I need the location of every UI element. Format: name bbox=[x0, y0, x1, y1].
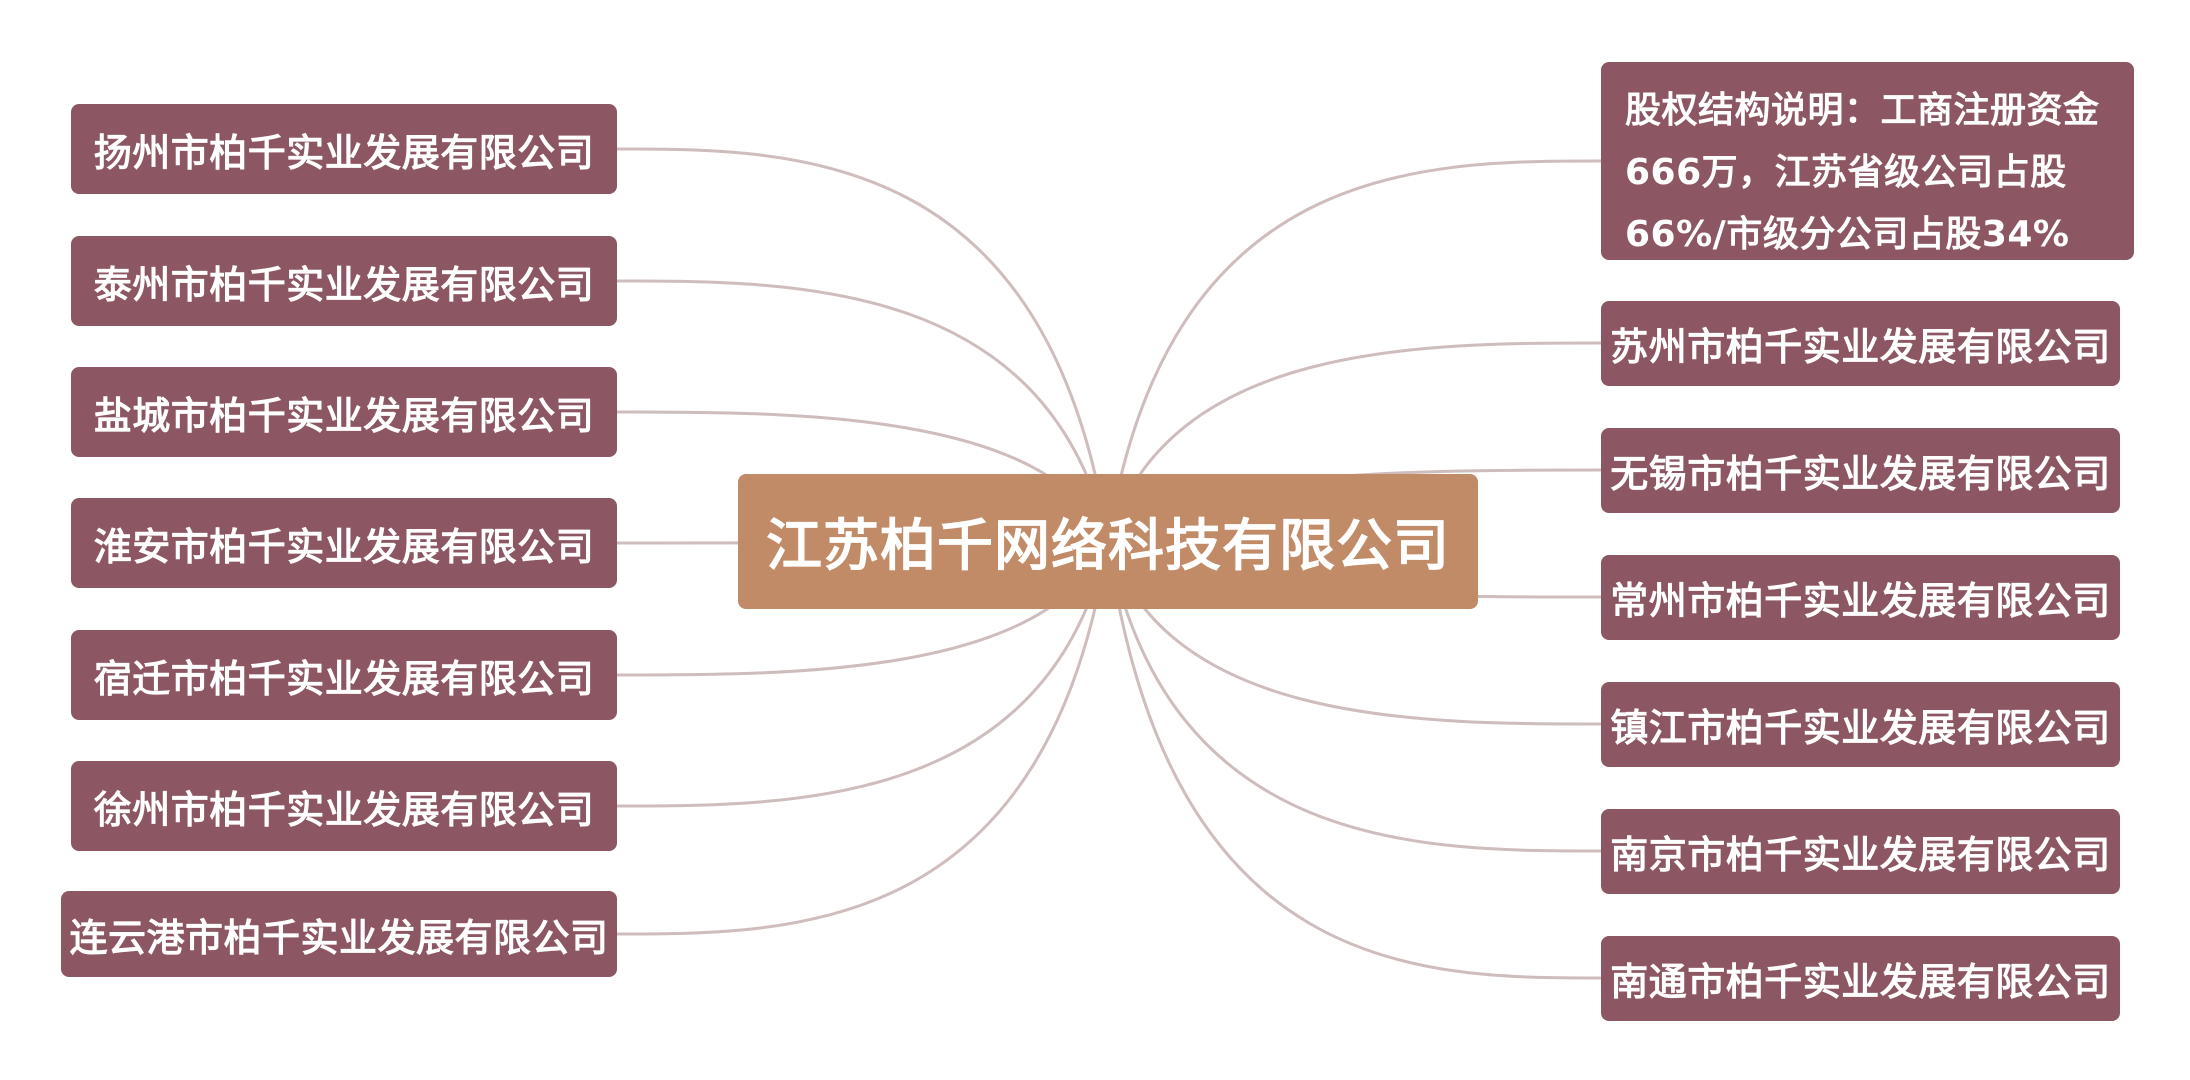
branch-node-yancheng: 盐城市柏千实业发展有限公司 bbox=[71, 367, 617, 457]
branch-node-xuzhou: 徐州市柏千实业发展有限公司 bbox=[71, 761, 617, 851]
connector-left-7 bbox=[616, 540, 1110, 936]
connector-left-6 bbox=[616, 540, 1110, 808]
connector-right-2 bbox=[1106, 341, 1602, 542]
connector-left-1 bbox=[616, 147, 1110, 542]
connector-right-6 bbox=[1106, 540, 1602, 853]
connector-right-7 bbox=[1106, 540, 1602, 980]
branch-node-zhenjiang: 镇江市柏千实业发展有限公司 bbox=[1601, 682, 2120, 767]
branch-node-label: 苏州市柏千实业发展有限公司 bbox=[1610, 325, 2111, 369]
branch-node-huaian: 淮安市柏千实业发展有限公司 bbox=[71, 498, 617, 588]
branch-node-label: 南通市柏千实业发展有限公司 bbox=[1610, 960, 2111, 1004]
branch-node-suzhou: 苏州市柏千实业发展有限公司 bbox=[1601, 301, 2120, 386]
ownership-note-text: 股权结构说明：工商注册资金 666万，江苏省级公司占股66%/市级分公司占股34… bbox=[1625, 90, 2100, 255]
branch-node-label: 扬州市柏千实业发展有限公司 bbox=[93, 130, 595, 175]
branch-node-label: 盐城市柏千实业发展有限公司 bbox=[93, 393, 595, 438]
center-node-label: 江苏柏千网络科技有限公司 bbox=[766, 514, 1450, 579]
branch-node-wuxi: 无锡市柏千实业发展有限公司 bbox=[1601, 428, 2120, 513]
branch-node-label: 泰州市柏千实业发展有限公司 bbox=[93, 262, 595, 307]
ownership-note: 股权结构说明：工商注册资金 666万，江苏省级公司占股66%/市级分公司占股34… bbox=[1601, 62, 2134, 260]
branch-node-suqian: 宿迁市柏千实业发展有限公司 bbox=[71, 630, 617, 720]
branch-node-taizhou: 泰州市柏千实业发展有限公司 bbox=[71, 236, 617, 326]
branch-node-changzhou: 常州市柏千实业发展有限公司 bbox=[1601, 555, 2120, 640]
branch-node-label: 镇江市柏千实业发展有限公司 bbox=[1610, 706, 2111, 750]
branch-node-nanjing: 南京市柏千实业发展有限公司 bbox=[1601, 809, 2120, 894]
branch-node-yangzhou: 扬州市柏千实业发展有限公司 bbox=[71, 104, 617, 194]
branch-node-label: 徐州市柏千实业发展有限公司 bbox=[93, 787, 595, 832]
branch-node-label: 常州市柏千实业发展有限公司 bbox=[1610, 579, 2111, 623]
branch-node-label: 淮安市柏千实业发展有限公司 bbox=[93, 524, 595, 569]
branch-node-label: 连云港市柏千实业发展有限公司 bbox=[69, 915, 609, 960]
branch-node-lianyungang: 连云港市柏千实业发展有限公司 bbox=[61, 891, 617, 977]
branch-node-label: 无锡市柏千实业发展有限公司 bbox=[1610, 452, 2111, 496]
connector-left-2 bbox=[616, 279, 1110, 542]
center-node: 江苏柏千网络科技有限公司 bbox=[738, 474, 1478, 609]
branch-node-label: 宿迁市柏千实业发展有限公司 bbox=[93, 656, 595, 701]
connector-right-1 bbox=[1106, 159, 1602, 542]
branch-node-nantong: 南通市柏千实业发展有限公司 bbox=[1601, 936, 2120, 1021]
branch-node-label: 南京市柏千实业发展有限公司 bbox=[1610, 833, 2111, 877]
